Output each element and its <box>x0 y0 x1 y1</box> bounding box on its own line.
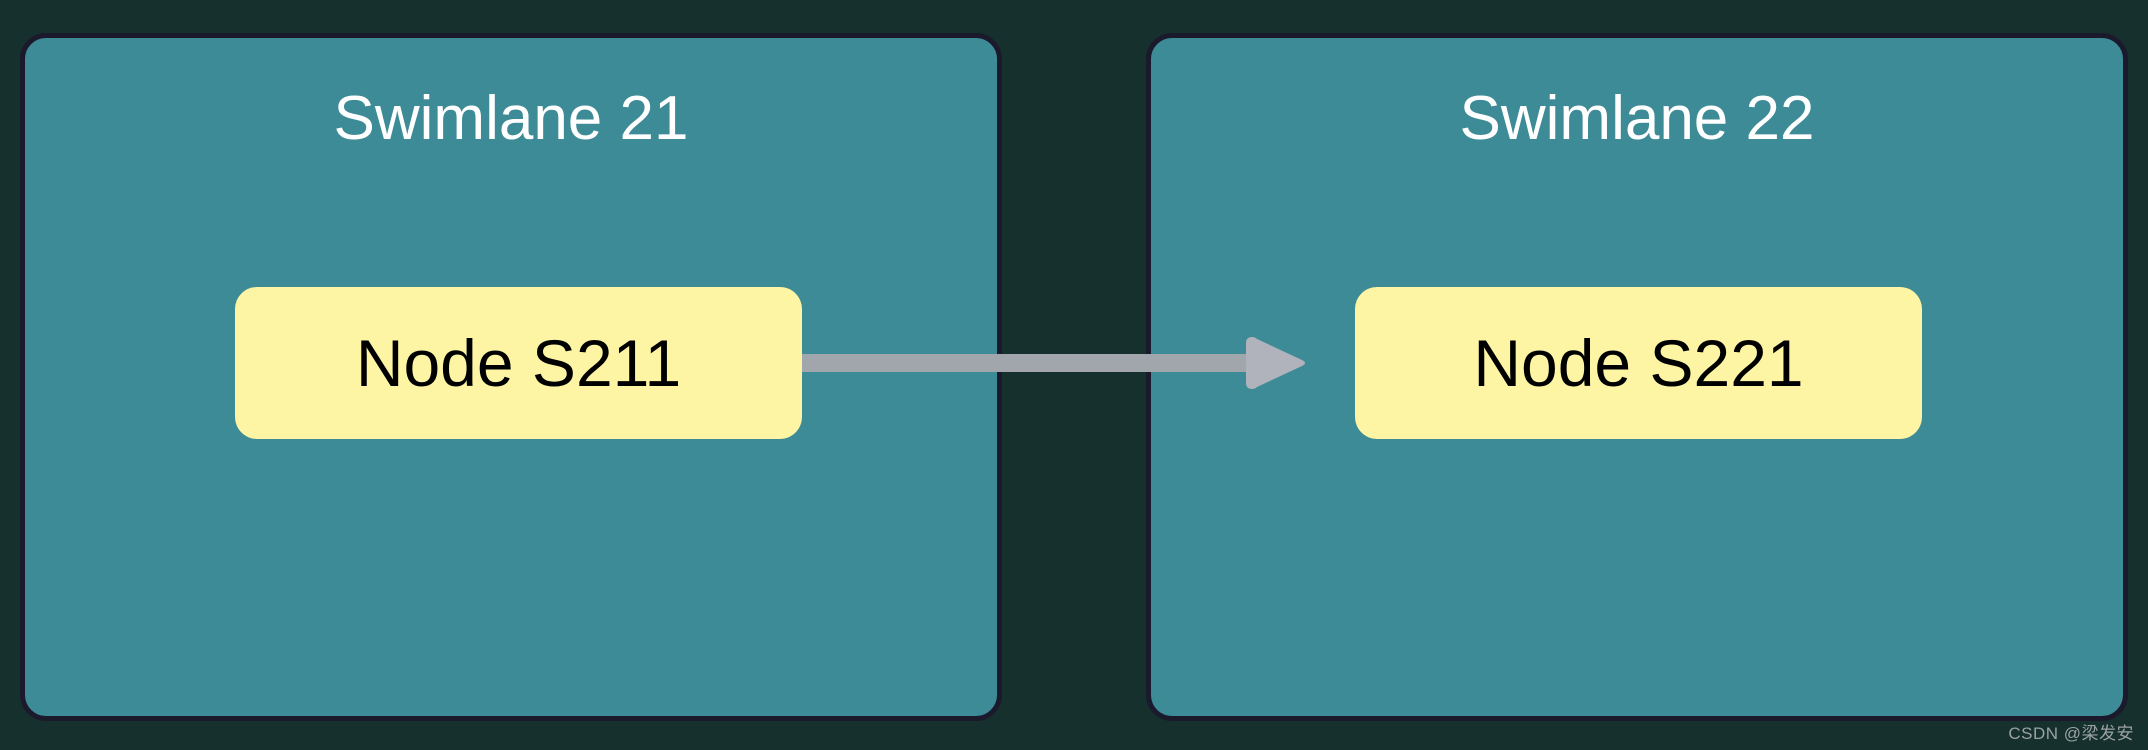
node-s211[interactable]: Node S211 <box>235 287 802 439</box>
watermark: CSDN @梁发安 <box>2008 724 2134 743</box>
edge-arrow-icon <box>800 337 1305 389</box>
node-s211-label: Node S211 <box>355 326 682 400</box>
edge-s211-to-s221[interactable] <box>800 337 1360 389</box>
node-s221-label: Node S221 <box>1473 326 1804 400</box>
swimlane-22-title: Swimlane 22 <box>1459 84 1815 153</box>
swimlane-21-title: Swimlane 21 <box>333 84 689 153</box>
node-s221[interactable]: Node S221 <box>1355 287 1922 439</box>
